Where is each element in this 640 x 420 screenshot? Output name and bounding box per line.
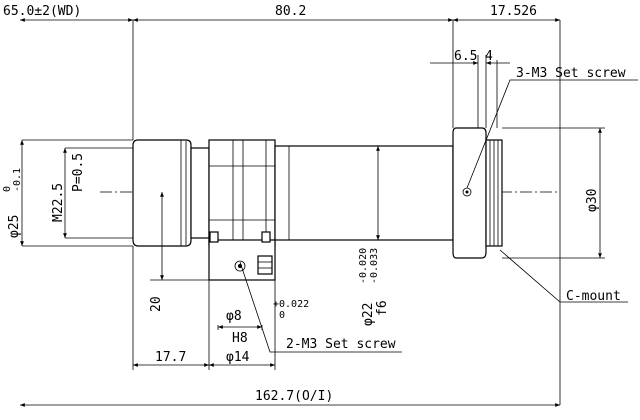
dim-17526: 17.526 — [490, 4, 537, 19]
extension-lines — [22, 20, 605, 405]
dim-phi8-lower: 0 — [279, 310, 285, 321]
dim-6-5: 6.5 — [454, 49, 477, 64]
dim-phi22-upper: -0.020 — [358, 248, 369, 284]
dim-phi25: φ25 — [7, 215, 22, 238]
dim-phi25-lower: -0.1 — [12, 168, 23, 192]
dim-h8: H8 — [232, 331, 248, 346]
label-2m3: 2-M3 Set screw — [286, 337, 396, 352]
dim-phi14: φ14 — [226, 350, 250, 365]
mount-block — [208, 231, 276, 281]
dim-pitch: P=0.5 — [71, 153, 86, 192]
dim-phi25-upper: 0 — [2, 186, 13, 192]
dim-17-7: 17.7 — [155, 350, 186, 365]
dim-phi8-upper: +0.022 — [273, 299, 309, 310]
main-barrel — [274, 145, 454, 241]
label-3m3: 3-M3 Set screw — [516, 66, 626, 81]
dim-total: 162.7(O/I) — [255, 389, 333, 404]
dim-20: 20 — [149, 296, 164, 312]
dim-phi8: φ8 — [226, 309, 242, 324]
dim-4: 4 — [485, 49, 493, 64]
set-screw-hole-mount — [234, 260, 246, 272]
dim-wd: 65.0±2(WD) — [3, 4, 81, 19]
dim-m22: M22.5 — [51, 183, 66, 222]
focus-ring — [190, 139, 276, 247]
dim-phi22: φ22 — [361, 303, 376, 326]
leader-lines — [239, 79, 638, 353]
dim-80: 80.2 — [275, 4, 306, 19]
dim-f6: f6 — [375, 300, 390, 316]
dimension-lines — [20, 18, 602, 407]
rear-mount — [452, 127, 503, 259]
dim-phi30: φ30 — [585, 189, 600, 212]
dim-phi22-lower: -0.033 — [369, 248, 380, 284]
label-c-mount: C-mount — [566, 289, 621, 304]
